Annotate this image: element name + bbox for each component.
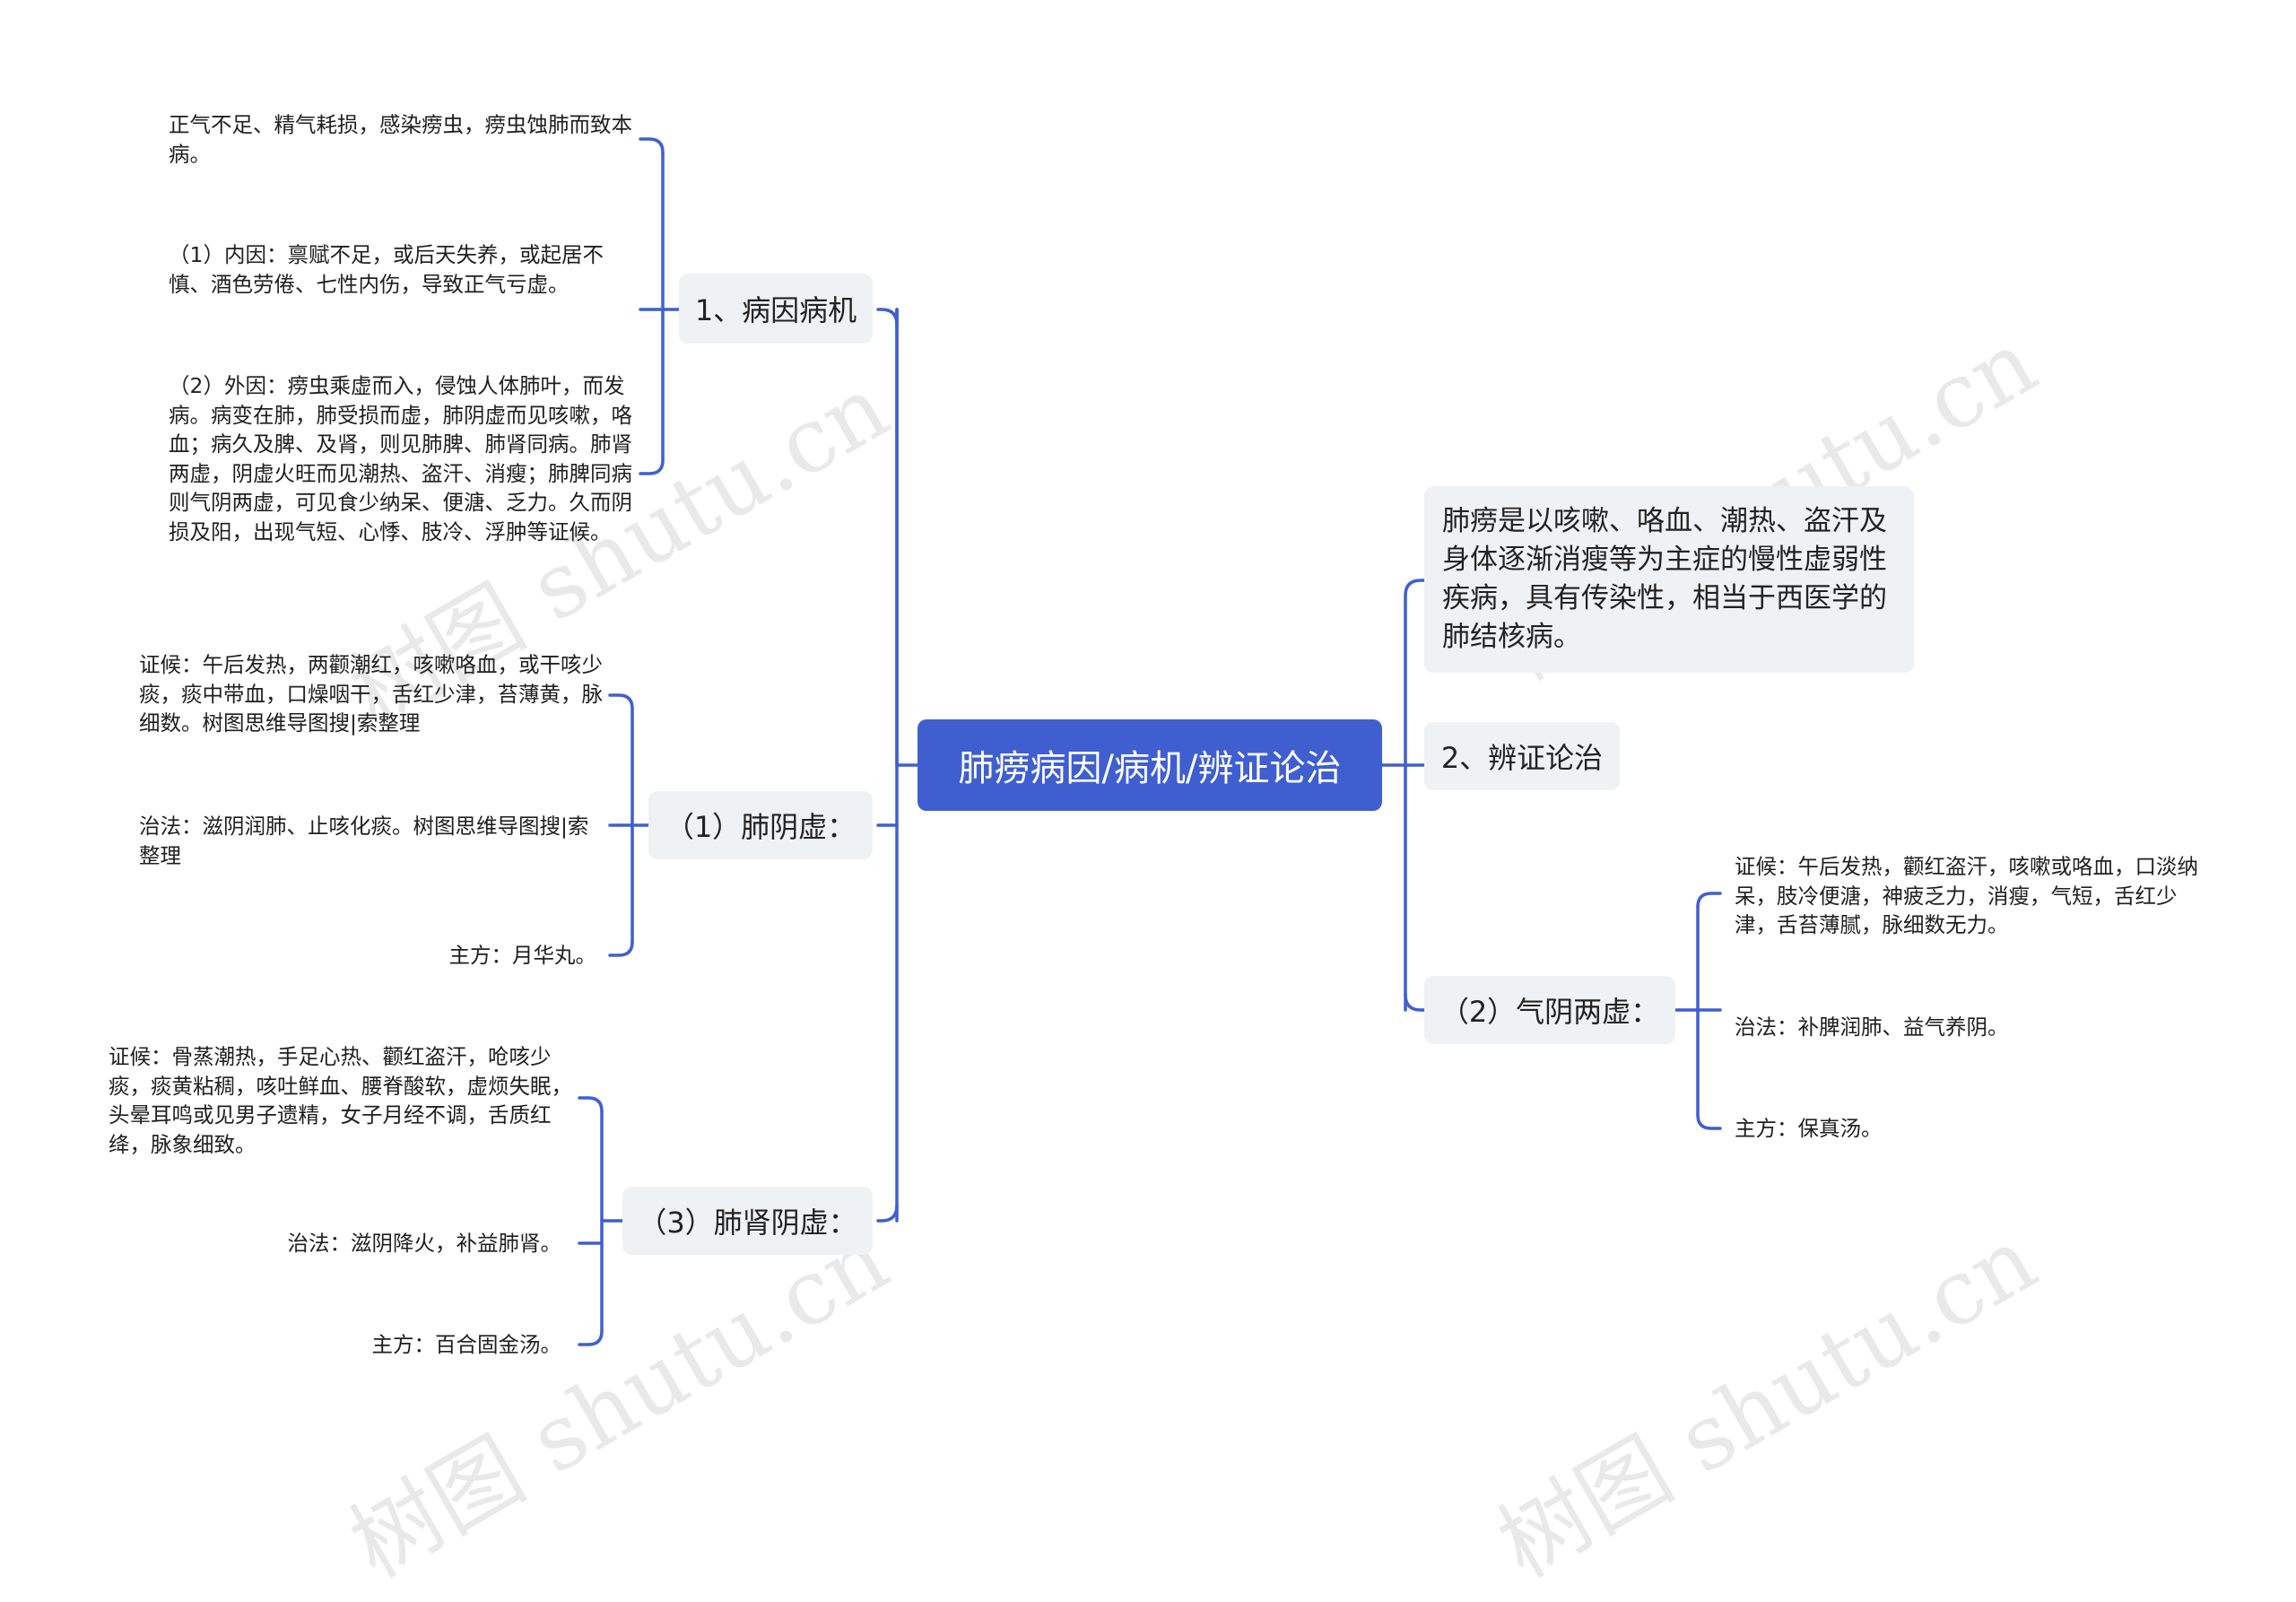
leaf-prescription: 主方：保真汤。 xyxy=(1735,1116,1883,1141)
leaf-treatment: 治法：补脾润肺、益气养阴。 xyxy=(1735,1014,2009,1040)
topic-lung-kidney-yin-deficiency[interactable]: （3）肺肾阴虚： xyxy=(622,1187,873,1255)
topic-definition[interactable]: 肺痨是以咳嗽、咯血、潮热、盗汗及身体逐渐消瘦等为主症的慢性虚弱性疾病，具有传染性… xyxy=(1424,486,1914,673)
leaf-treatment: 治法：滋阴降火，补益肺肾。 xyxy=(287,1231,562,1256)
leaf-syndrome: 证候：午后发热，两颧潮红，咳嗽咯血，或干咳少痰，痰中带血，口燥咽干，舌红少津，苔… xyxy=(139,652,603,736)
leaf-prescription: 主方：百合固金汤。 xyxy=(371,1332,562,1357)
root-topic[interactable]: 肺痨病因/病机/辨证论治 xyxy=(918,719,1382,811)
leaf-prescription: 主方：月华丸。 xyxy=(448,943,597,968)
topic-syndrome-differentiation[interactable]: 2、辨证论治 xyxy=(1424,722,1620,790)
topic-qi-yin-deficiency[interactable]: （2）气阴两虚： xyxy=(1424,976,1675,1044)
leaf-syndrome: 证候：骨蒸潮热，手足心热、颧红盗汗，呛咳少痰，痰黄粘稠，咳吐鲜血、腰脊酸软，虚烦… xyxy=(109,1044,572,1157)
topic-etiology-pathogenesis[interactable]: 1、病因病机 xyxy=(679,274,873,344)
topic-lung-yin-deficiency[interactable]: （1）肺阴虚： xyxy=(648,791,873,859)
leaf-external-cause: （2）外因：痨虫乘虚而入，侵蚀人体肺叶，而发病。病变在肺，肺受损而虚，肺阴虚而见… xyxy=(169,373,632,544)
leaf-treatment: 治法：滋阴润肺、止咳化痰。树图思维导图搜|索整理 xyxy=(139,814,589,868)
connector-lines xyxy=(578,137,1722,1346)
leaf-internal-cause: （1）内因：禀赋不足，或后天失养，或起居不慎、酒色劳倦、七性内伤，导致正气亏虚。 xyxy=(169,242,604,297)
leaf-syndrome: 证候：午后发热，颧红盗汗，咳嗽或咯血，口淡纳呆，肢冷便溏，神疲乏力，消瘦，气短，… xyxy=(1735,854,2198,937)
leaf-etiology-summary: 正气不足、精气耗损，感染痨虫，痨虫蚀肺而致本病。 xyxy=(169,112,632,167)
